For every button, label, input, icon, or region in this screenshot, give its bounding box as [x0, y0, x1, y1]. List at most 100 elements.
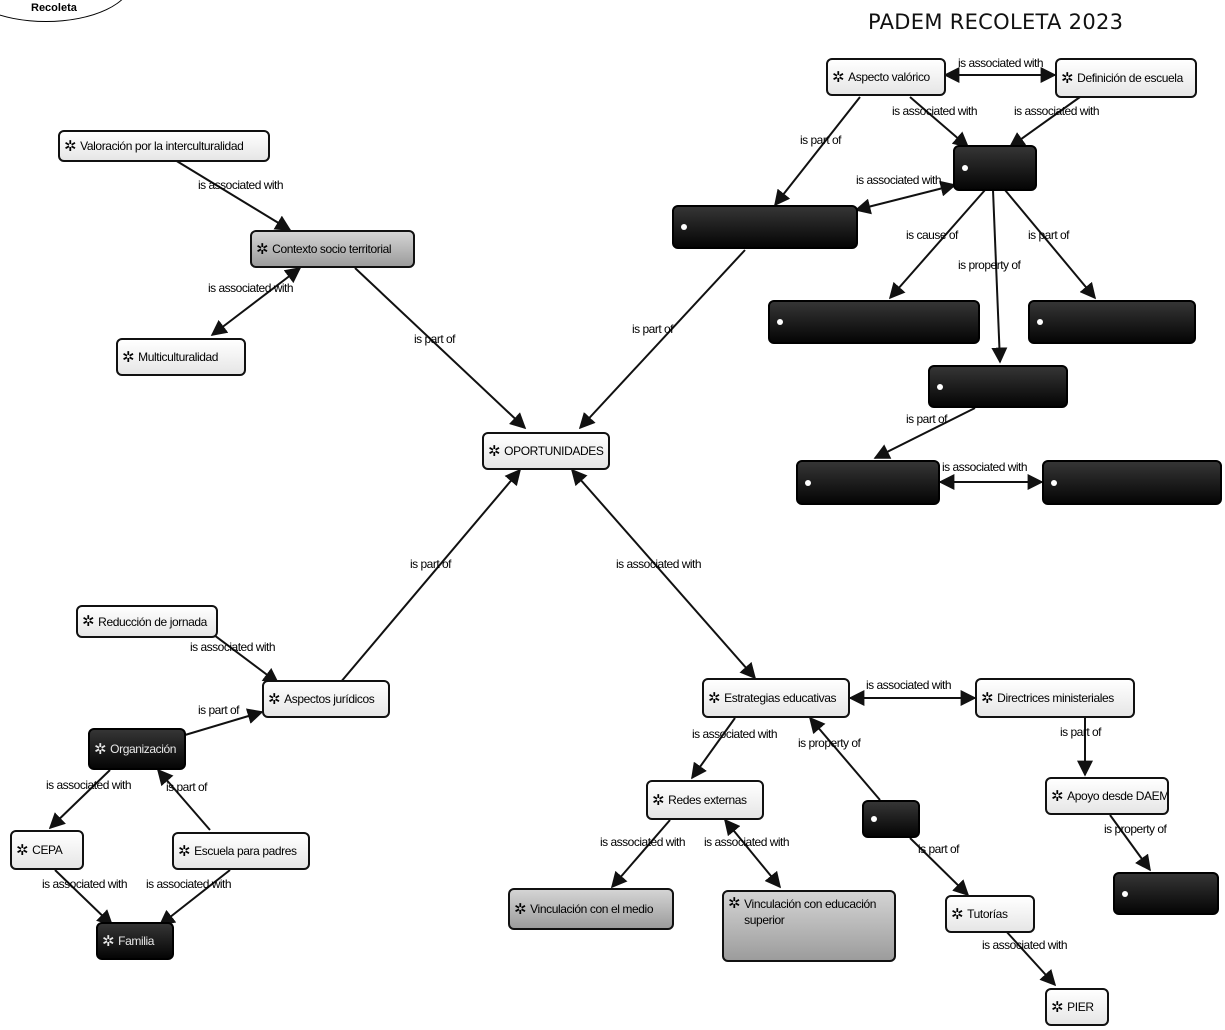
gear-icon: ✲: [16, 841, 29, 859]
node-label: Contexto socio territorial: [272, 242, 392, 256]
gear-icon: ✲: [951, 905, 964, 923]
node-label: Valoración por la interculturalidad: [80, 139, 244, 153]
node-redes-externas[interactable]: ✲ Redes externas: [646, 780, 764, 820]
link-tutorias-pier: [1004, 929, 1057, 987]
node-label: Apoyo desde DAEM: [1067, 789, 1169, 803]
link-aspectos-oportunidades: [339, 468, 522, 684]
node-cepa[interactable]: ✲ CEPA: [10, 830, 84, 870]
node-valoracion[interactable]: ✲ Valoración por la interculturalidad: [58, 130, 270, 162]
edge-label: is part of: [918, 842, 960, 856]
node-dark-br[interactable]: [1028, 300, 1196, 344]
edge-label: is part of: [1028, 228, 1070, 242]
edge-label: is part of: [198, 703, 240, 717]
edge-label: is associated with: [958, 56, 1044, 70]
link-center-bl: [888, 189, 986, 300]
gear-icon: ✲: [94, 740, 107, 758]
gear-icon: ✲: [1051, 998, 1064, 1016]
gear-icon: ✲: [122, 348, 135, 366]
link-smallmid-tutorias: [909, 837, 970, 897]
link-contexto-oportunidades: [354, 267, 527, 430]
gear-icon: ✲: [268, 690, 281, 708]
edge-label: is property of: [1104, 822, 1167, 836]
node-aspectos-juridicos[interactable]: ✲ Aspectos jurídicos: [262, 680, 390, 718]
edge-label: is associated with: [42, 877, 128, 891]
node-estrategias[interactable]: ✲ Estrategias educativas: [702, 678, 850, 718]
edge-label: is associated with: [1014, 104, 1100, 118]
node-dark-center[interactable]: [953, 145, 1037, 191]
node-label: Aspectos jurídicos: [284, 692, 375, 706]
node-apoyo-daem[interactable]: ✲ Apoyo desde DAEM: [1045, 777, 1169, 815]
link-darkleft-oportunidades: [578, 249, 746, 430]
node-label: CEPA: [32, 843, 63, 857]
logo-text: Recoleta: [31, 2, 77, 14]
gear-icon: ✲: [728, 895, 741, 912]
edge-label: is property of: [958, 258, 1021, 272]
edge-label: is associated with: [704, 835, 790, 849]
gear-icon: ✲: [82, 613, 95, 630]
node-label: Redes externas: [668, 793, 747, 807]
edge-label: is cause of: [906, 228, 958, 242]
node-organizacion[interactable]: ✲ Organización: [88, 728, 186, 770]
gear-icon: ✲: [832, 68, 845, 86]
link-valoracion-contexto: [174, 159, 292, 231]
link-reduccion-aspectos: [209, 631, 280, 684]
node-oportunidades[interactable]: ✲ OPORTUNIDADES: [482, 432, 610, 470]
node-label: PIER: [1067, 1000, 1094, 1014]
node-label: Reducción de jornada: [98, 614, 207, 629]
link-organizacion-aspectos: [184, 708, 264, 736]
link-estrategias-redes: [691, 717, 736, 780]
node-dark-bottom-left[interactable]: [796, 460, 940, 505]
edge-label: is associated with: [866, 678, 952, 692]
dot-icon: [681, 224, 687, 230]
node-dark-left[interactable]: [672, 205, 858, 249]
page-title: PADEM RECOLETA 2023: [868, 10, 1124, 34]
node-label: Aspecto valórico: [848, 70, 930, 84]
node-vinculacion-superior[interactable]: ✲ Vinculación con educación superior: [722, 890, 896, 962]
node-dark-mid[interactable]: [928, 365, 1068, 408]
link-aspecto-center: [909, 96, 970, 149]
node-dark-small-mid[interactable]: [862, 800, 920, 838]
node-dark-bottom-right[interactable]: [1042, 460, 1222, 505]
node-multiculturalidad[interactable]: ✲ Multiculturalidad: [116, 338, 246, 376]
link-cepa-familia: [54, 869, 114, 927]
dot-icon: [962, 165, 968, 171]
edge-label: is part of: [800, 133, 842, 147]
node-reduccion[interactable]: ✲ Reducción de jornada: [76, 605, 218, 638]
node-directrices[interactable]: ✲ Directrices ministeriales: [975, 678, 1135, 718]
link-center-mid: [991, 189, 1008, 364]
node-dark-bl[interactable]: [768, 300, 980, 344]
edge-label: is part of: [410, 557, 452, 571]
node-escuela-padres[interactable]: ✲ Escuela para padres: [172, 832, 310, 870]
link-oportunidades-estrategias: [570, 468, 757, 680]
edge-label: is associated with: [146, 877, 232, 891]
node-label: Tutorías: [967, 907, 1008, 921]
edge-label: is associated with: [942, 460, 1028, 474]
link-organizacion-cepa: [48, 769, 111, 830]
link-contexto-multiculturalidad: [210, 267, 302, 336]
edge-label: is associated with: [616, 557, 702, 571]
dot-icon: [777, 319, 783, 325]
edge-label: is part of: [166, 780, 208, 794]
node-definicion-escuela[interactable]: ✲ Definición de escuela: [1055, 58, 1197, 98]
edge-label: is associated with: [692, 727, 778, 741]
edge-label: is associated with: [600, 835, 686, 849]
node-label: Organización: [110, 742, 177, 756]
node-label: Familia: [118, 934, 155, 948]
dot-icon: [1122, 890, 1128, 897]
node-label: OPORTUNIDADES: [504, 444, 604, 458]
edge-label: is associated with: [198, 178, 284, 192]
node-tutorias[interactable]: ✲ Tutorías: [945, 895, 1035, 933]
node-label: Directrices ministeriales: [997, 691, 1114, 705]
node-dark-br2[interactable]: [1113, 872, 1219, 915]
gear-icon: ✲: [1051, 787, 1064, 805]
gear-icon: ✲: [178, 842, 191, 860]
node-label: Multiculturalidad: [138, 350, 219, 364]
node-contexto[interactable]: ✲ Contexto socio territorial: [250, 230, 415, 268]
node-vinculacion-medio[interactable]: ✲ Vinculación con el medio: [508, 888, 674, 930]
node-familia[interactable]: ✲ Familia: [96, 922, 174, 960]
node-aspecto-valorico[interactable]: ✲ Aspecto valórico: [826, 58, 946, 96]
dot-icon: [1051, 479, 1057, 486]
node-pier[interactable]: ✲ PIER: [1045, 988, 1109, 1026]
link-center-darkleft: [854, 180, 957, 215]
